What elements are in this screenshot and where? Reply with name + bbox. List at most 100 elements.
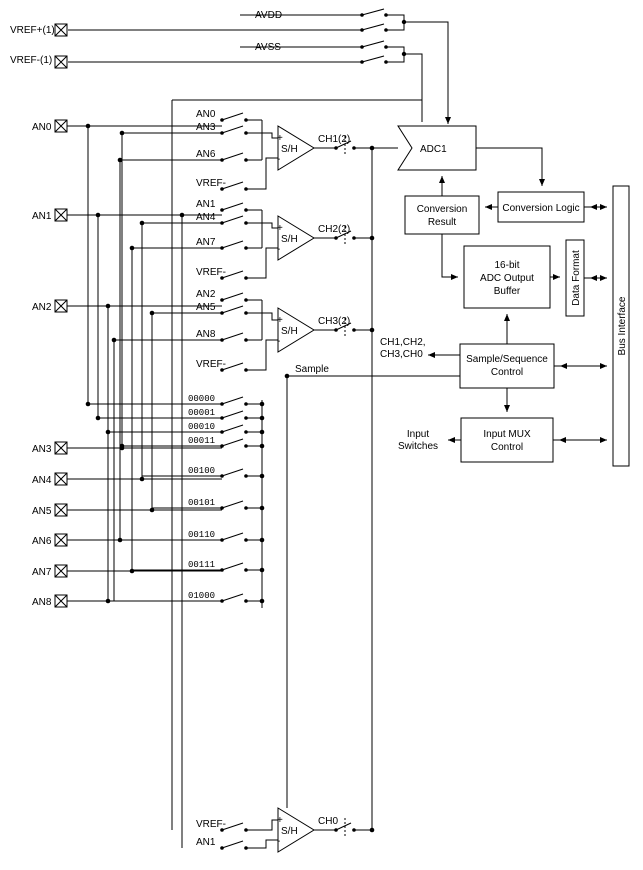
mux-code-label: 00010 bbox=[188, 422, 215, 432]
mux-code-00100: 00100 bbox=[142, 466, 265, 479]
sample-label: Sample bbox=[295, 364, 329, 375]
channel-input-label: AN2 bbox=[196, 289, 216, 300]
conversion-logic-block bbox=[497, 191, 585, 223]
conversion-logic-label: Conversion Logic bbox=[502, 203, 579, 214]
minus-sign: - bbox=[277, 836, 280, 847]
junction-dot bbox=[139, 220, 145, 226]
vref-plus-label: VREF+(1) bbox=[10, 25, 55, 36]
input-switch bbox=[220, 181, 248, 191]
input-switch bbox=[220, 305, 248, 315]
sh-amp-label: S/H bbox=[281, 826, 298, 837]
output-buffer-line2: ADC Output bbox=[480, 273, 534, 284]
pin-label: AN4 bbox=[32, 475, 52, 486]
channel-input-label: AN8 bbox=[196, 329, 216, 340]
junction-dot bbox=[259, 598, 265, 604]
pin-label: AN2 bbox=[32, 302, 52, 313]
junction-dot bbox=[139, 476, 145, 482]
input-switch bbox=[220, 215, 248, 225]
plus-sign: + bbox=[277, 815, 283, 826]
mux-switch bbox=[220, 410, 248, 420]
sample-hold-channels: AN0AN3AN6VREF-S/H+-CH1(2)AN1AN4AN7VREF-S… bbox=[111, 109, 375, 853]
input-switch bbox=[220, 840, 248, 850]
channel-input-label: AN7 bbox=[196, 237, 216, 248]
mux-code-label: 00000 bbox=[188, 394, 215, 404]
mux-code-label: 01000 bbox=[188, 591, 215, 601]
vref-minus-label: VREF-(1) bbox=[10, 55, 52, 66]
input-switch bbox=[220, 152, 248, 162]
adc-block bbox=[397, 125, 477, 171]
channel-input-label: VREF- bbox=[196, 178, 226, 189]
sample-sequence-line2: Control bbox=[491, 367, 523, 378]
mux-code-00000: 00000 bbox=[85, 394, 265, 407]
junction-dot bbox=[111, 337, 117, 343]
mux-switch bbox=[220, 438, 248, 448]
plus-sign: + bbox=[277, 133, 283, 144]
mux-code-00011: 00011 bbox=[119, 436, 265, 449]
input-switch bbox=[220, 332, 248, 342]
plus-sign: + bbox=[277, 315, 283, 326]
channel-output-switch bbox=[334, 140, 356, 150]
input-switch bbox=[220, 240, 248, 250]
channel-input-label: AN6 bbox=[196, 149, 216, 160]
junction-dot bbox=[259, 473, 265, 479]
mux-code-label: 00011 bbox=[188, 436, 215, 446]
junction-dot bbox=[117, 157, 123, 163]
mux-code-label: 00101 bbox=[188, 498, 215, 508]
junction-dot bbox=[259, 505, 265, 511]
input-mux-switches: 0000000001000100001100100001010011000111… bbox=[85, 394, 265, 604]
junction-dot bbox=[179, 212, 185, 218]
sample-sequence-line1: Sample/Sequence bbox=[466, 354, 548, 365]
control-blocks: ADC1 Conversion Logic Conversion Result … bbox=[287, 125, 630, 467]
junction-dot bbox=[259, 415, 265, 421]
junction-dot bbox=[259, 537, 265, 543]
mux-switch bbox=[220, 500, 248, 510]
channel-input-label: AN3 bbox=[196, 122, 216, 133]
mux-switch bbox=[220, 396, 248, 406]
sh-amp-label: S/H bbox=[281, 326, 298, 337]
junction-dot bbox=[95, 415, 101, 421]
junction-dot bbox=[85, 123, 91, 129]
junction-dot bbox=[105, 303, 111, 309]
junction-dot bbox=[149, 310, 155, 316]
minus-sign: - bbox=[277, 154, 280, 165]
channel-input-label: AN4 bbox=[196, 212, 216, 223]
pin-an8: AN8 bbox=[32, 594, 68, 608]
supply-pins bbox=[54, 23, 68, 69]
input-mux-line2: Control bbox=[491, 442, 523, 453]
channel-name: CH1(2) bbox=[318, 134, 350, 145]
pin-label: AN3 bbox=[32, 444, 52, 455]
mux-switch bbox=[220, 468, 248, 478]
adc-label: ADC1 bbox=[420, 144, 447, 155]
pin-an1: AN1 bbox=[32, 208, 68, 222]
channel-input-label: AN0 bbox=[196, 109, 216, 120]
input-switch bbox=[220, 125, 248, 135]
input-mux-block bbox=[460, 417, 554, 463]
supply-switches bbox=[360, 8, 407, 64]
supply-wires bbox=[68, 14, 449, 122]
bus-interface-label: Bus Interface bbox=[617, 296, 628, 355]
pin-label: AN6 bbox=[32, 536, 52, 547]
mux-code-label: 00111 bbox=[188, 560, 215, 570]
junction-dot bbox=[369, 327, 375, 333]
input-switch bbox=[220, 112, 248, 122]
conversion-result-line2: Result bbox=[428, 217, 457, 228]
mux-switch bbox=[220, 562, 248, 572]
input-switches-line2: Switches bbox=[398, 441, 438, 452]
channel-name: CH2(2) bbox=[318, 224, 350, 235]
pin-an0: AN0 bbox=[32, 119, 68, 133]
input-switches-line1: Input bbox=[407, 429, 429, 440]
bus-interface-block bbox=[612, 185, 630, 467]
conversion-result-line1: Conversion bbox=[417, 204, 468, 215]
pin-an4: AN4 bbox=[32, 472, 68, 486]
channel-name: CH3(2) bbox=[318, 316, 350, 327]
pin-an6: AN6 bbox=[32, 533, 68, 547]
input-switch bbox=[220, 292, 248, 302]
supply-section: VREF+(1) VREF-(1) AVDD AVSS bbox=[10, 8, 451, 124]
junction-dot bbox=[85, 401, 91, 407]
channel-input-label: AN1 bbox=[196, 199, 216, 210]
mux-code-01000: 01000 bbox=[108, 591, 265, 604]
output-buffer-block bbox=[463, 245, 551, 309]
